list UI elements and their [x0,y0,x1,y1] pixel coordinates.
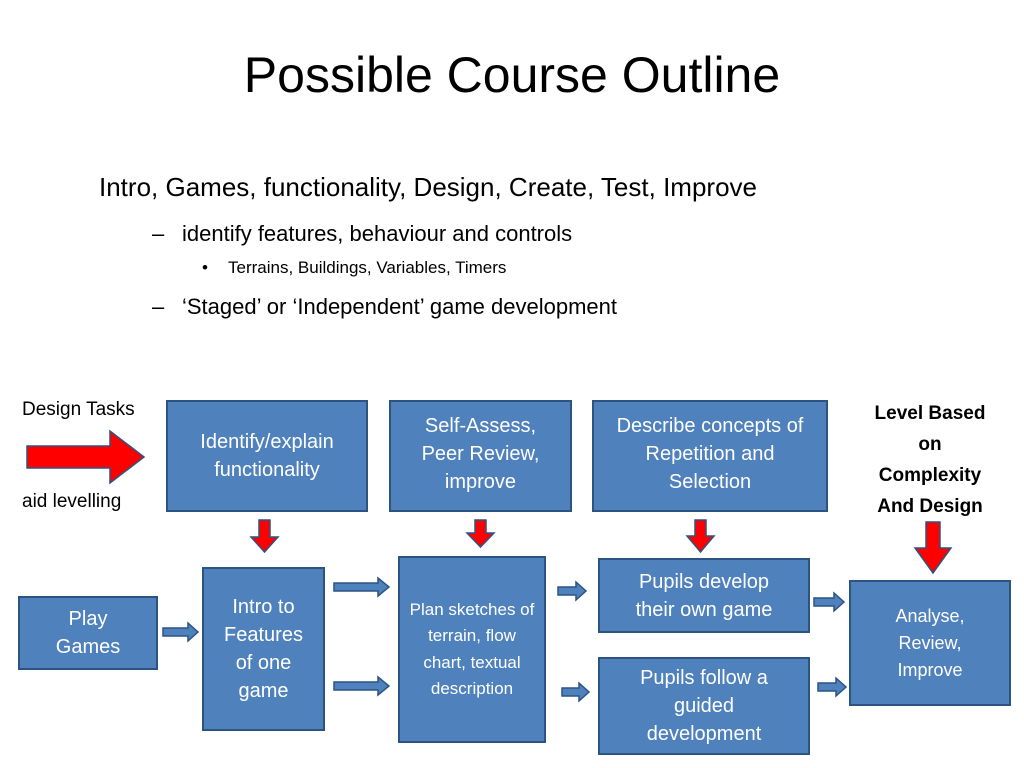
blue-arrow-intro-to-plan-lower [333,675,391,697]
box-identify-text: Identify/explain functionality [200,431,334,481]
box-self-assess: Self-Assess, Peer Review, improve [389,400,572,512]
box-self-assess-text: Self-Assess, Peer Review, improve [421,415,540,493]
box-play-games: Play Games [18,596,158,670]
level-based-line3: Complexity [878,465,982,486]
level-based-label: Level Based on Complexity And Design [860,398,1000,522]
blue-arrow-plan-to-follow [561,681,591,703]
dash-glyph: – [152,294,165,319]
aid-levelling-label: aid levelling [22,491,122,512]
box-plan-sketches-text: Plan sketches of terrain, flow chart, te… [409,599,535,698]
red-down-arrow-identify [249,519,280,554]
bullet-level3: • Terrains, Buildings, Variables, Timers [202,258,507,278]
blue-arrow-follow-to-analyse [817,676,848,698]
box-analyse-text: Analyse, Review, Improve [895,605,965,680]
box-describe-text: Describe concepts of Repetition and Sele… [616,415,804,493]
dot-glyph: • [202,258,208,277]
bullet-level2-features-text: identify features, behaviour and control… [182,221,573,246]
blue-arrow-intro-to-plan-upper [333,576,391,598]
box-pupils-develop-text: Pupils develop their own game [635,570,773,621]
box-plan-sketches: Plan sketches of terrain, flow chart, te… [398,556,546,743]
level-based-line1: Level Based [874,403,986,424]
box-intro-features: Intro to Features of one game [202,567,325,731]
box-intro-features-text: Intro to Features of one game [224,596,303,702]
box-pupils-follow-text: Pupils follow a guided development [640,667,768,745]
box-describe: Describe concepts of Repetition and Sele… [592,400,828,512]
box-pupils-develop: Pupils develop their own game [598,558,810,633]
bullet-level2-development-text: ‘Staged’ or ‘Independent’ game developme… [182,294,618,319]
blue-arrow-plan-to-develop [557,580,588,602]
bullet-level3-text: Terrains, Buildings, Variables, Timers [228,258,507,277]
red-down-arrow-level [913,521,953,575]
slide-title: Possible Course Outline [243,47,781,103]
box-identify: Identify/explain functionality [166,400,368,512]
blue-arrow-develop-to-analyse [813,591,846,613]
level-based-line2: on [918,434,942,455]
red-down-arrow-self-assess [465,519,496,549]
level-based-line4: And Design [877,496,983,517]
dash-glyph: – [152,221,165,246]
blue-arrow-play-to-intro [162,621,200,643]
bullet-level1: Intro, Games, functionality, Design, Cre… [99,172,757,202]
red-down-arrow-describe [685,519,716,554]
box-analyse: Analyse, Review, Improve [849,580,1011,706]
bullet-level2-development: – ‘Staged’ or ‘Independent’ game develop… [152,294,618,320]
bullet-level2-features: – identify features, behaviour and contr… [152,221,573,247]
red-right-arrow [26,429,146,485]
bullet-list: Intro, Games, functionality, Design, Cre… [0,0,1024,330]
design-tasks-label: Design Tasks [22,399,135,420]
box-play-games-text: Play Games [55,608,121,658]
box-pupils-follow: Pupils follow a guided development [598,657,810,755]
